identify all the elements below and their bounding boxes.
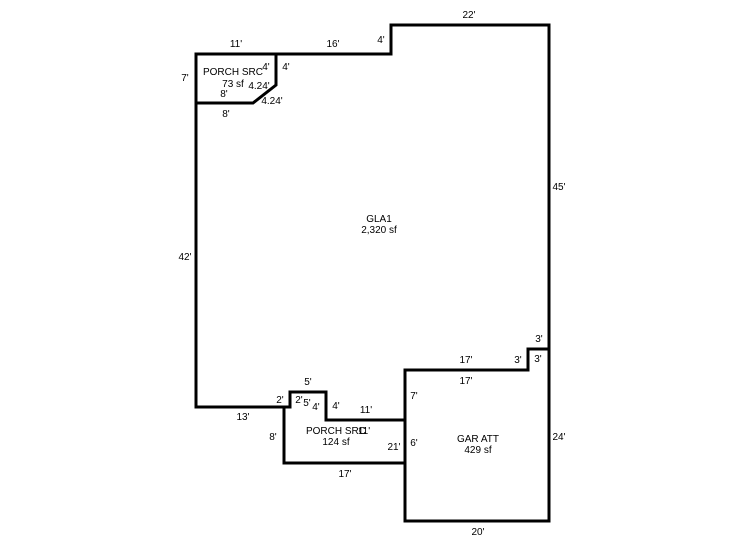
dimension-label: 4' (282, 62, 290, 73)
dimension-label: 20' (471, 527, 484, 538)
dimension-label: 17' (338, 469, 351, 480)
dimension-label: 5' (304, 377, 312, 388)
porch-top-name: PORCH SRC (203, 67, 263, 78)
dimension-label: 11' (230, 39, 242, 50)
dimension-label: 4' (262, 62, 270, 73)
dimension-label: 3' (514, 355, 522, 366)
dimension-label: 17' (459, 355, 472, 366)
dimension-label: 8' (222, 109, 230, 120)
dimension-label: 8' (220, 89, 228, 100)
dimension-label: 11' (360, 405, 372, 416)
dimension-label: 11' (358, 426, 370, 437)
dimension-label: 42' (178, 252, 191, 263)
porch-bottom-area: 124 sf (322, 437, 349, 448)
dimension-label: 7' (181, 73, 189, 84)
dimension-label: 45' (552, 182, 565, 193)
garage-outline (403, 347, 551, 523)
dimension-label: 21' (387, 442, 400, 453)
garage-name: GAR ATT (457, 434, 499, 445)
dimension-label: 24' (552, 432, 565, 443)
porch-bottom-name: PORCH SRC (306, 426, 366, 437)
dimension-label: 4.24' (261, 96, 282, 107)
dimension-label: 3' (534, 354, 542, 365)
dimension-label: 2' (295, 395, 303, 406)
dimension-label: 16' (326, 39, 339, 50)
dimension-label: 4.24' (248, 81, 269, 92)
dimension-label: 2' (276, 395, 284, 406)
dimension-label: 3' (535, 334, 543, 345)
porch-top-outline (194, 52, 278, 105)
dimension-label: 22' (462, 10, 475, 21)
dimension-label: 4' (332, 401, 340, 412)
dimension-label: 4' (377, 35, 385, 46)
dimension-label: 13' (236, 412, 249, 423)
dimension-label: 17' (459, 376, 472, 387)
porch-top-area: 73 sf (222, 79, 244, 90)
dimension-label: 7' (410, 391, 418, 402)
dimension-label: 6' (410, 438, 418, 449)
garage-area: 429 sf (464, 445, 491, 456)
dimension-label: 8' (269, 432, 277, 443)
dimension-label: 4' (312, 402, 320, 413)
gla-area: 2,320 sf (361, 225, 397, 236)
dimension-label: 5' (303, 398, 311, 409)
gla-name: GLA1 (366, 214, 392, 225)
